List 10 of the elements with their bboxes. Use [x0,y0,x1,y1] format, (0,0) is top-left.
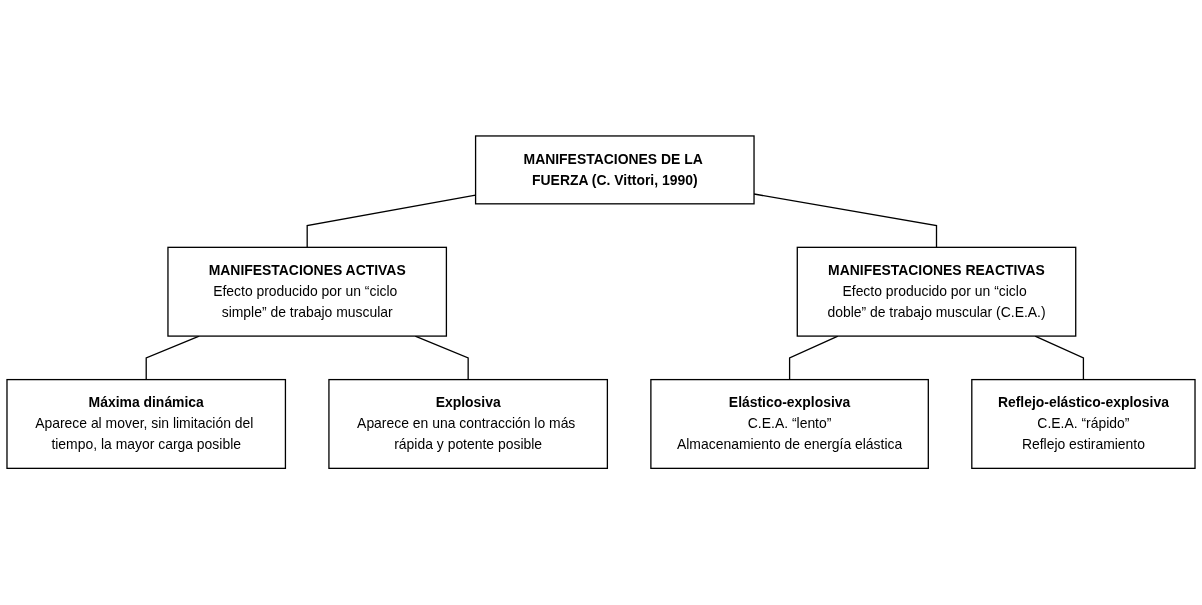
node-box: MANIFESTACIONES ACTIVAS Efecto producido por un “ciclo simple” de trabajo muscular [167,247,448,338]
connector [1034,335,1085,381]
connector [145,335,200,381]
node-box: Máxima dinámica Aparece al mover, sin limitación del tiempo, la mayor carga posible [6,379,287,470]
node-box: MANIFESTACIONES REACTIVAS Efecto producido por un “ciclo doble” de trabajo muscular (C.E.A.) [796,247,1077,338]
node-box: MANIFESTACIONES DE LA FUERZA (C. Vittori, 1990) [474,135,755,205]
node-box: Explosiva Aparece en una contracción lo más rápida y potente posible [328,379,609,470]
connector [788,335,839,381]
node-box: Elástico-explosiva C.E.A. “lento” Almacenamiento de energía elástica [650,379,929,470]
node-box: Reflejo-elástico-explosiva C.E.A. “rápido” Reflejo estiramiento [971,379,1196,470]
